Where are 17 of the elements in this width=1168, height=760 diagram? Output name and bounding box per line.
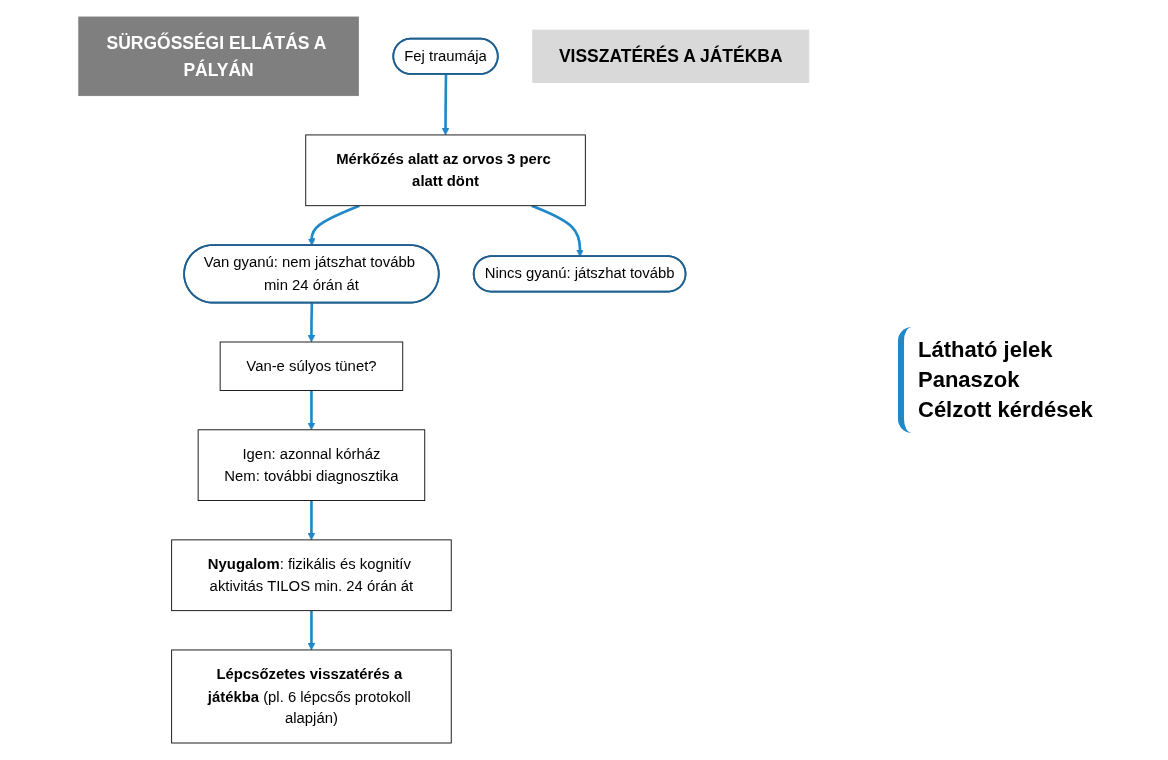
arrow [307, 610, 316, 651]
arrow [441, 74, 450, 136]
arrow [307, 390, 316, 431]
node-box: Nyugalom: fizikális és kognitív aktivitás TILOS min. 24 órán át [171, 539, 452, 612]
node-box: Van-e súlyos tünet? [219, 341, 404, 391]
node-box: Lépcsőzetes visszatérés a játékba (pl. 6 lépcsős protokoll alapján) [171, 649, 452, 744]
note-text: Látható jelek [918, 336, 1054, 365]
note-text: Panaszok [918, 366, 1021, 395]
note-text: Célzott kérdések [918, 395, 1094, 424]
node-box: Mérkőzés alatt az orvos 3 perc alatt dönt [305, 134, 586, 207]
node-box: VISSZATÉRÉS A JÁTÉKBA [532, 29, 810, 83]
arrow [307, 500, 316, 541]
arrow [308, 204, 361, 246]
node-box: SÜRGŐSSÉGI ELLÁTÁS A PÁLYÁN [78, 16, 359, 97]
node-box: Igen: azonnal kórház Nem: további diagnosztika [197, 429, 426, 501]
arrow [307, 303, 316, 343]
arrow [531, 204, 585, 257]
